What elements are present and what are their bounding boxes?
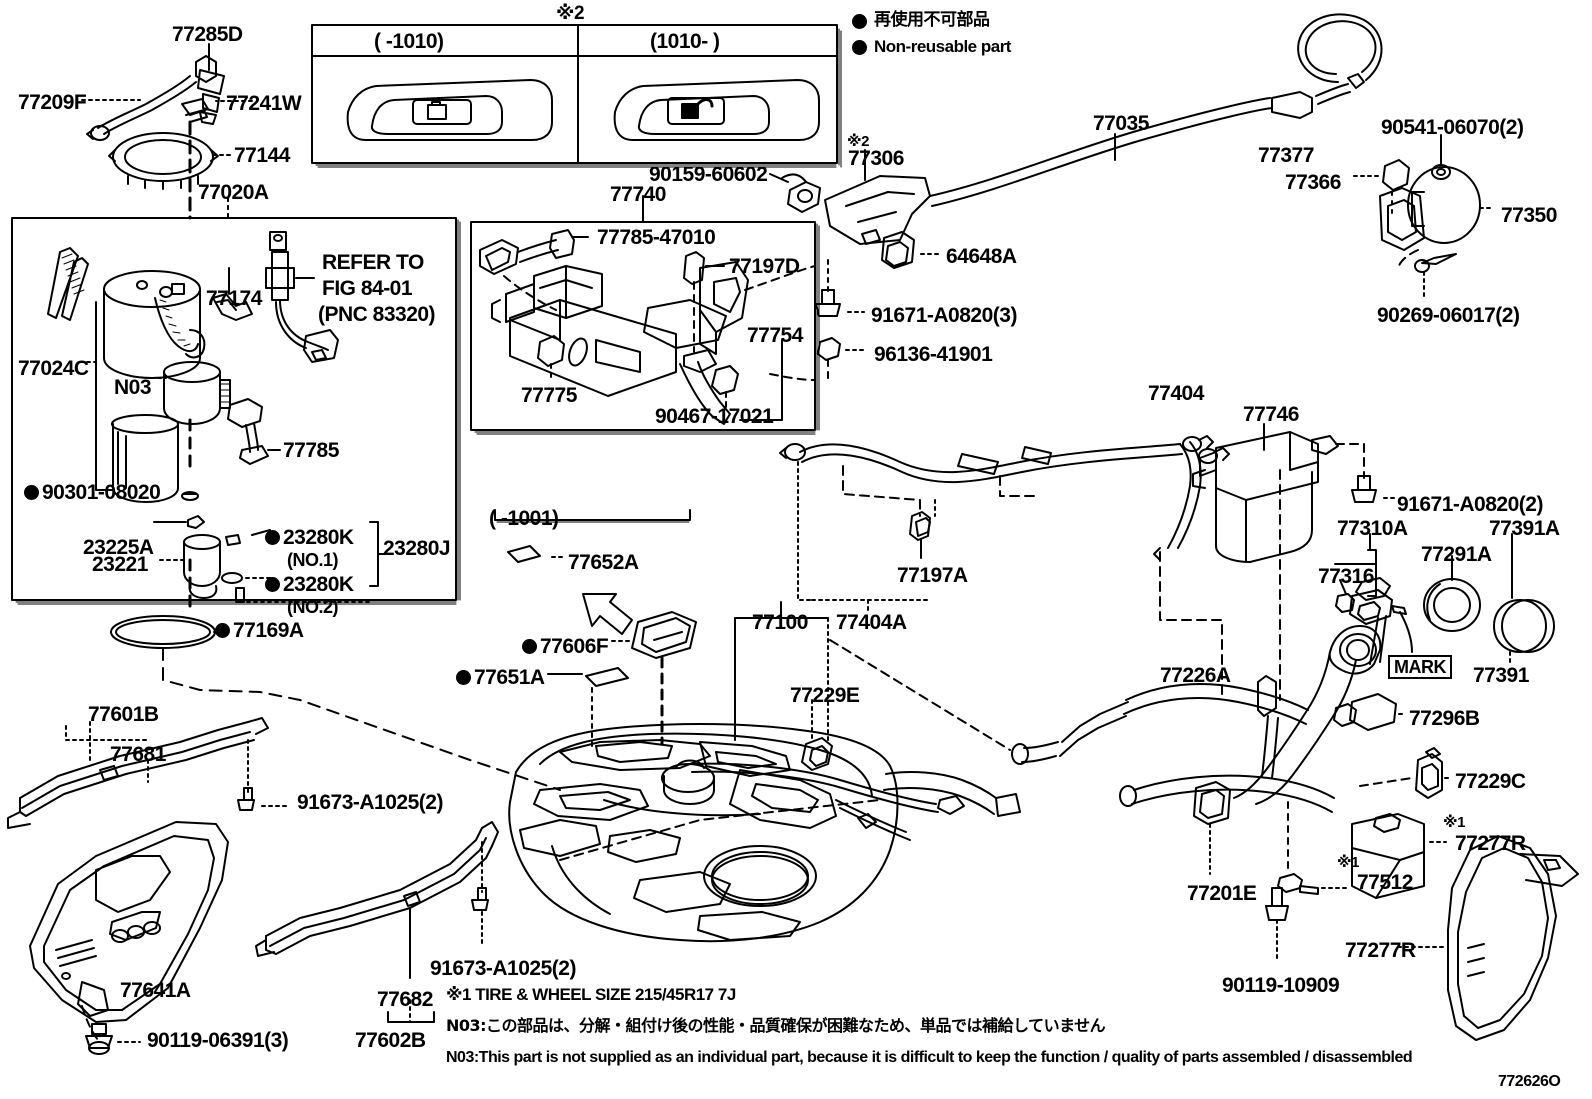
part-callout-91671A08202: 91671-A0820(2) xyxy=(1397,493,1543,516)
part-callout-77296B: 77296B xyxy=(1409,707,1480,730)
refer-to-line1: REFER TO xyxy=(322,251,424,274)
inset-col2-header: (1010- ) xyxy=(650,30,720,53)
part-callout-23280K: 23280K xyxy=(283,573,354,596)
part-callout-77197A: 77197A xyxy=(897,564,968,587)
part-callout-77285D: 77285D xyxy=(172,23,243,46)
part-callout-77144: 77144 xyxy=(234,144,290,167)
part-callout-77201E: 77201E xyxy=(1187,882,1257,905)
part-callout-77785: 77785 xyxy=(283,439,339,462)
part-callout-1: ※1 xyxy=(1337,854,1359,871)
part-callout-2: ※2 xyxy=(847,133,869,150)
part-callout-77035: 77035 xyxy=(1093,112,1149,135)
inset-col1-header: ( -1010) xyxy=(374,30,444,53)
part-callout-77775: 77775 xyxy=(521,384,577,407)
part-callout-77020A: 77020A xyxy=(198,181,269,204)
part-callout-77277R: 77277R xyxy=(1455,832,1526,855)
part-callout-NO1: (NO.1) xyxy=(287,550,339,570)
part-callout-N03: N03 xyxy=(114,376,152,399)
part-callout-64648A: 64648A xyxy=(946,245,1017,268)
part-callout-23221: 23221 xyxy=(92,553,148,576)
part-callout-23225A: 23225A xyxy=(83,536,154,559)
part-callout-9011910909: 90119-10909 xyxy=(1222,974,1340,997)
part-callout-9030108020: 90301-08020 xyxy=(42,481,161,504)
nonreusable-dot-77606f xyxy=(522,639,537,654)
part-callout-90269060172: 90269-06017(2) xyxy=(1377,304,1520,327)
part-callout-77226A: 77226A xyxy=(1160,664,1231,687)
footnote-n03-jp: N03:この部品は、分解・組付け後の性能・品質確保が困難なため、単品では補給して… xyxy=(446,1016,1106,1035)
part-callout-77377: 77377 xyxy=(1258,144,1314,167)
nonreusable-dot-23280k2 xyxy=(265,577,280,592)
part-callout-77641A: 77641A xyxy=(120,979,191,1002)
part-callout-77024C: 77024C xyxy=(18,357,89,380)
part-callout-77316: 77316 xyxy=(1318,565,1374,588)
part-callout-77602B: 77602B xyxy=(355,1029,426,1052)
part-callout-77651A: 77651A xyxy=(474,666,545,689)
part-callout-77169A: 77169A xyxy=(233,619,304,642)
part-callout-77682: 77682 xyxy=(377,988,433,1011)
nonreusable-dot-77651a xyxy=(456,670,471,685)
part-callout-77366: 77366 xyxy=(1285,171,1341,194)
footnote-n03-en: N03:This part is not supplied as an indi… xyxy=(446,1049,1413,1066)
part-callout-91671A08203: 91671-A0820(3) xyxy=(871,304,1017,327)
part-callout-77740: 77740 xyxy=(610,183,666,206)
nonreusable-dot-90301 xyxy=(24,485,39,500)
part-callout-77291A: 77291A xyxy=(1421,543,1492,566)
part-callout-77404A: 77404A xyxy=(836,611,907,634)
part-callout-77754: 77754 xyxy=(747,324,803,347)
legend-bullet-jp xyxy=(852,14,867,29)
part-callout-77310A: 77310A xyxy=(1337,517,1408,540)
part-callout-77229C: 77229C xyxy=(1455,770,1526,793)
part-callout-77746: 77746 xyxy=(1243,403,1299,426)
part-callout-77174: 77174 xyxy=(206,287,262,310)
part-callout-77512: 77512 xyxy=(1357,871,1413,894)
part-callout-77209F: 77209F xyxy=(18,91,87,114)
part-callout-9613641901: 96136-41901 xyxy=(874,343,993,366)
part-callout-77652A: 77652A xyxy=(568,551,639,574)
figure-number: 772626O xyxy=(1498,1073,1561,1090)
legend-jp: 再使用不可部品 xyxy=(874,10,990,30)
part-callout-9015960602: 90159-60602 xyxy=(649,163,768,186)
part-callout-23280J: 23280J xyxy=(383,537,451,560)
part-callout-77277R: 77277R xyxy=(1345,939,1416,962)
date-group-1001: ( -1001) xyxy=(489,507,559,530)
part-callout-91673A10252: 91673-A1025(2) xyxy=(430,957,576,980)
mark-box: MARK xyxy=(1388,655,1452,679)
part-callout-77601B: 77601B xyxy=(88,703,159,726)
part-callout-77681: 77681 xyxy=(110,743,166,766)
part-callout-1: ※1 xyxy=(1443,814,1465,831)
part-callout-NO2: (NO.2) xyxy=(287,597,339,617)
footnote-tire-size: ※1 TIRE & WHEEL SIZE 215/45R17 7J xyxy=(446,985,736,1004)
refer-to-line2: FIG 84-01 xyxy=(322,277,413,300)
part-callout-90541060702: 90541-06070(2) xyxy=(1381,116,1524,139)
part-callout-77197D: 77197D xyxy=(729,255,800,278)
part-callout-77350: 77350 xyxy=(1501,204,1557,227)
part-callout-77404: 77404 xyxy=(1148,382,1204,405)
part-callout-9046717021: 90467-17021 xyxy=(655,405,774,428)
part-callout-23280K: 23280K xyxy=(283,526,354,549)
part-callout-77229E: 77229E xyxy=(790,684,860,707)
part-callout-77391: 77391 xyxy=(1473,664,1529,687)
part-callout-91673A10252: 91673-A1025(2) xyxy=(297,791,443,814)
part-callout-77241W: 77241W xyxy=(226,92,302,115)
part-callout-90119063913: 90119-06391(3) xyxy=(147,1029,289,1052)
part-callout-77100: 77100 xyxy=(752,611,808,634)
part-callout-7778547010: 77785-47010 xyxy=(597,226,716,249)
legend-en: Non-reusable part xyxy=(874,37,1011,56)
refer-to-line3: (PNC 83320) xyxy=(318,303,436,326)
legend-bullet-en xyxy=(852,40,867,55)
nonreusable-dot-77169a xyxy=(215,623,230,638)
part-callout-77391A: 77391A xyxy=(1489,517,1560,540)
part-callout-77606F: 77606F xyxy=(540,635,609,658)
part-callout-77306: 77306 xyxy=(848,147,904,170)
inset-marker-2: ※2 xyxy=(556,3,585,24)
nonreusable-dot-23280k1 xyxy=(265,530,280,545)
